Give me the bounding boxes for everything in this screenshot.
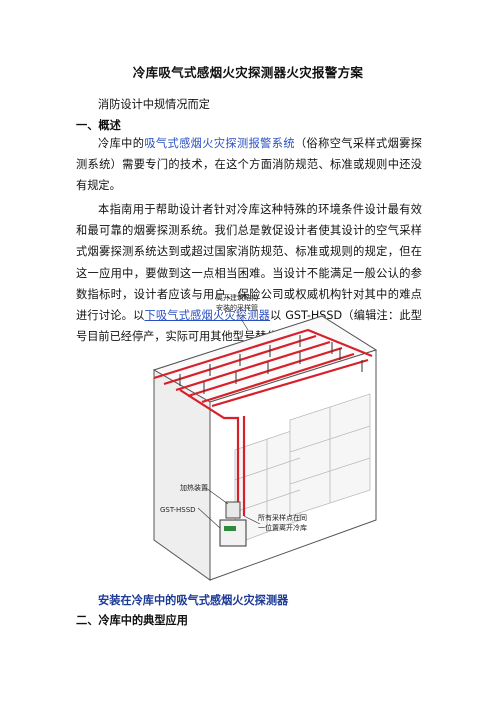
p2-text-start: 本指南用于帮助设计者针对冷库这种特殊的环境条件设计最有效和最可靠的烟雾探测系统。… bbox=[76, 203, 422, 323]
label-device: GST-HSSD bbox=[160, 506, 196, 514]
label-pipe-line1: 离开建筑结构 bbox=[216, 293, 258, 302]
system-link[interactable]: 吸气式感烟火灾探测报警系统 bbox=[144, 137, 295, 150]
heater-box bbox=[225, 501, 241, 519]
p1-text-start: 冷库中的 bbox=[98, 137, 145, 150]
detector-link[interactable]: 下吸气式感烟火灾探测器 bbox=[144, 309, 271, 323]
section-heading-2: 二、冷库中的典型应用 bbox=[76, 614, 188, 627]
p1-text-end: （俗称空气采样式烟雾探测系统）需要专门的技术，在这个方面消防规范、标准或规则中还… bbox=[76, 137, 422, 193]
subtitle: 消防设计中规情况而定 bbox=[98, 98, 210, 111]
device-display bbox=[224, 526, 236, 531]
label-inside-line1: 所有采样点在同 bbox=[258, 513, 307, 522]
sampling-points bbox=[179, 335, 363, 394]
gst-hssd-device bbox=[219, 519, 247, 547]
room-side bbox=[153, 369, 211, 581]
label-inside-line2: 一位置离开冷库 bbox=[258, 523, 307, 532]
storage-racks bbox=[234, 393, 371, 545]
label-pipe-line2: 安装的采样管 bbox=[216, 303, 258, 312]
page-title: 冷库吸气式感烟火灾探测器火灾报警方案 bbox=[132, 65, 364, 80]
section-heading-1: 一、概述 bbox=[76, 119, 121, 132]
paragraph-overview: 冷库中的吸气式感烟火灾探测报警系统（俗称空气采样式烟雾探测系统）需要专门的技术，… bbox=[76, 133, 422, 197]
label-heater: 加热装置 bbox=[180, 483, 208, 492]
cold-storage-diagram: 离开建筑结构 安装的采样管 加热装置 GST-HSSD 所有采样点在同 一位置离… bbox=[152, 293, 378, 581]
paragraph-guide: 本指南用于帮助设计者针对冷库这种特殊的环境条件设计最有效和最可靠的烟雾探测系统。… bbox=[76, 199, 422, 347]
figure-caption: 安装在冷库中的吸气式感烟火灾探测器 bbox=[98, 594, 289, 607]
